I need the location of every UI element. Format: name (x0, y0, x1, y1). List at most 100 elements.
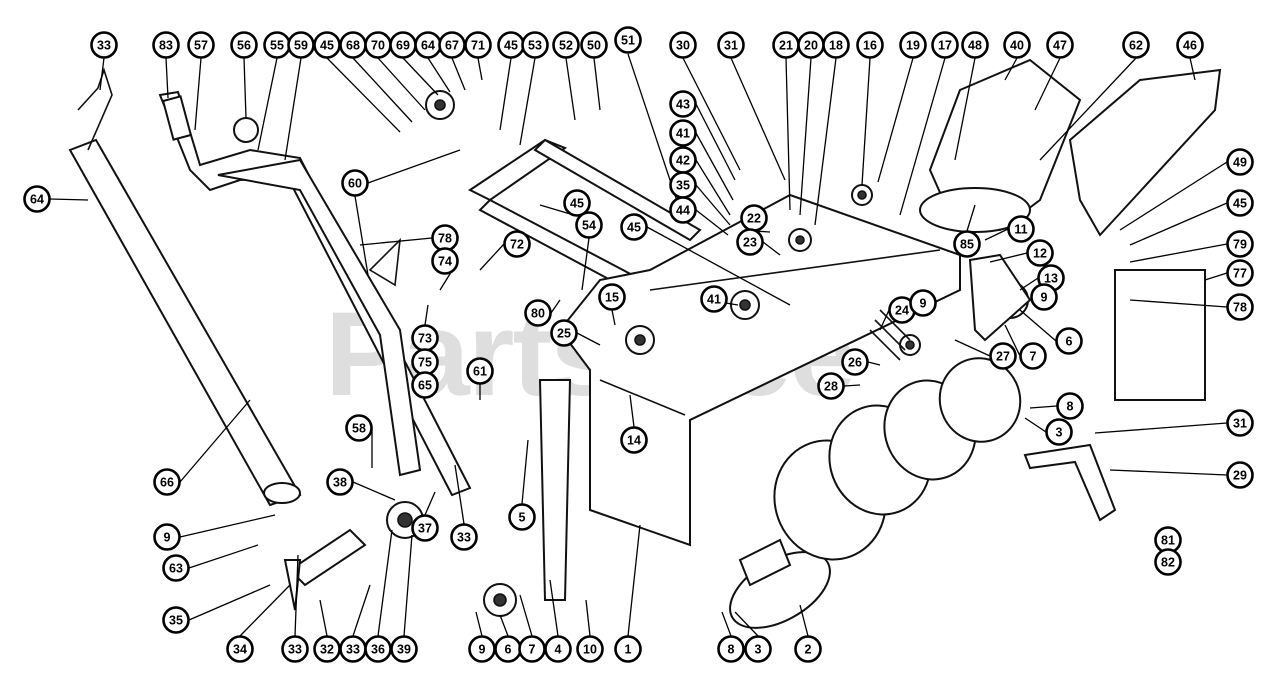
callout-c78b: 78 (1226, 293, 1254, 321)
callout-c61: 61 (466, 357, 494, 385)
callout-label: 6 (505, 643, 512, 657)
callout-circle (281, 635, 309, 663)
callout-label: 23 (743, 236, 757, 250)
callout-c9a: 9 (1030, 283, 1058, 311)
callout-c80: 80 (524, 299, 552, 327)
callout-label: 33 (346, 643, 360, 657)
callout-c2: 2 (794, 635, 822, 663)
callout-label: 56 (237, 39, 251, 53)
callout-c78a: 78 (431, 224, 459, 252)
callout-circle (1226, 230, 1254, 258)
callout-circle (563, 189, 591, 217)
callout-circle (717, 635, 745, 663)
callout-c68: 68 (339, 31, 367, 59)
callout-c31a: 31 (717, 31, 745, 59)
callout-label: 42 (676, 154, 690, 168)
callout-c62: 62 (1122, 31, 1150, 59)
callout-circle (326, 468, 354, 496)
callout-c44: 44 (669, 196, 697, 224)
callout-label: 8 (728, 643, 735, 657)
callout-c49: 49 (1226, 148, 1254, 176)
callout-label: 52 (559, 39, 573, 53)
callout-c82: 82 (1154, 548, 1182, 576)
callout-circle (345, 414, 373, 442)
callout-c9c: 9 (153, 523, 181, 551)
callout-label: 8 (1067, 400, 1074, 414)
callout-circle (620, 213, 648, 241)
callout-c58: 58 (345, 414, 373, 442)
callout-c30: 30 (669, 31, 697, 59)
callout-circle (1055, 327, 1083, 355)
callout-label: 74 (438, 255, 452, 269)
callout-label: 54 (582, 219, 596, 233)
callout-circle (508, 503, 536, 531)
callout-c3b: 3 (744, 635, 772, 663)
callout-circle (669, 196, 697, 224)
callout-label: 34 (233, 643, 247, 657)
callout-c45c: 45 (563, 189, 591, 217)
callout-label: 85 (960, 238, 974, 252)
callout-c83: 83 (152, 31, 180, 59)
callout-label: 46 (1183, 39, 1197, 53)
leader-lines (49, 53, 1228, 637)
callout-c75: 75 (411, 348, 439, 376)
callout-circle (411, 371, 439, 399)
callout-circle (187, 31, 215, 59)
callout-label: 2 (805, 643, 812, 657)
callout-c26: 26 (841, 348, 869, 376)
callout-label: 5 (519, 511, 526, 525)
callout-label: 14 (627, 434, 641, 448)
callout-label: 37 (418, 522, 432, 536)
callout-label: 31 (1233, 417, 1247, 431)
callout-label: 33 (288, 643, 302, 657)
callout-circle (961, 31, 989, 59)
callout-label: 79 (1233, 238, 1247, 252)
callout-circle (1045, 418, 1073, 446)
callout-circle (899, 31, 927, 59)
callout-circle (953, 230, 981, 258)
callout-label: 25 (557, 327, 571, 341)
callout-circle (1046, 31, 1074, 59)
callout-label: 59 (294, 39, 308, 53)
callout-circle (544, 635, 572, 663)
callout-c33b: 33 (450, 523, 478, 551)
callout-circle (909, 289, 937, 317)
callout-circle (1226, 259, 1254, 287)
callout-label: 28 (824, 380, 838, 394)
callout-c15: 15 (598, 283, 626, 311)
callout-label: 60 (348, 177, 362, 191)
callout-circle (669, 31, 697, 59)
callout-c37: 37 (411, 514, 439, 542)
callout-circle (162, 554, 190, 582)
callout-c54: 54 (575, 211, 603, 239)
callout-circle (226, 635, 254, 663)
callout-label: 43 (676, 98, 690, 112)
callout-label: 49 (1233, 156, 1247, 170)
callout-label: 22 (747, 212, 761, 226)
callout-label: 61 (473, 365, 487, 379)
callout-circle (736, 228, 764, 256)
callout-label: 9 (1041, 291, 1048, 305)
callout-label: 32 (320, 643, 334, 657)
callout-label: 45 (320, 39, 334, 53)
callout-circle (700, 285, 728, 313)
callout-circle (152, 31, 180, 59)
callout-circle (931, 31, 959, 59)
callout-label: 29 (1233, 469, 1247, 483)
callout-c16: 16 (856, 31, 884, 59)
callout-circle (1226, 148, 1254, 176)
callout-label: 21 (779, 39, 793, 53)
callout-c18: 18 (822, 31, 850, 59)
callout-c31b: 31 (1226, 409, 1254, 437)
callout-circle (230, 31, 258, 59)
callout-label: 41 (676, 127, 690, 141)
callout-label: 3 (1056, 426, 1063, 440)
callout-c7b: 7 (518, 635, 546, 663)
callout-c79: 79 (1226, 230, 1254, 258)
callout-label: 12 (1033, 247, 1047, 261)
callout-label: 9 (479, 643, 486, 657)
callout-c64a: 64 (414, 31, 442, 59)
callout-c77: 77 (1226, 259, 1254, 287)
callout-c66: 66 (153, 468, 181, 496)
control-handle-drawing (158, 90, 472, 497)
